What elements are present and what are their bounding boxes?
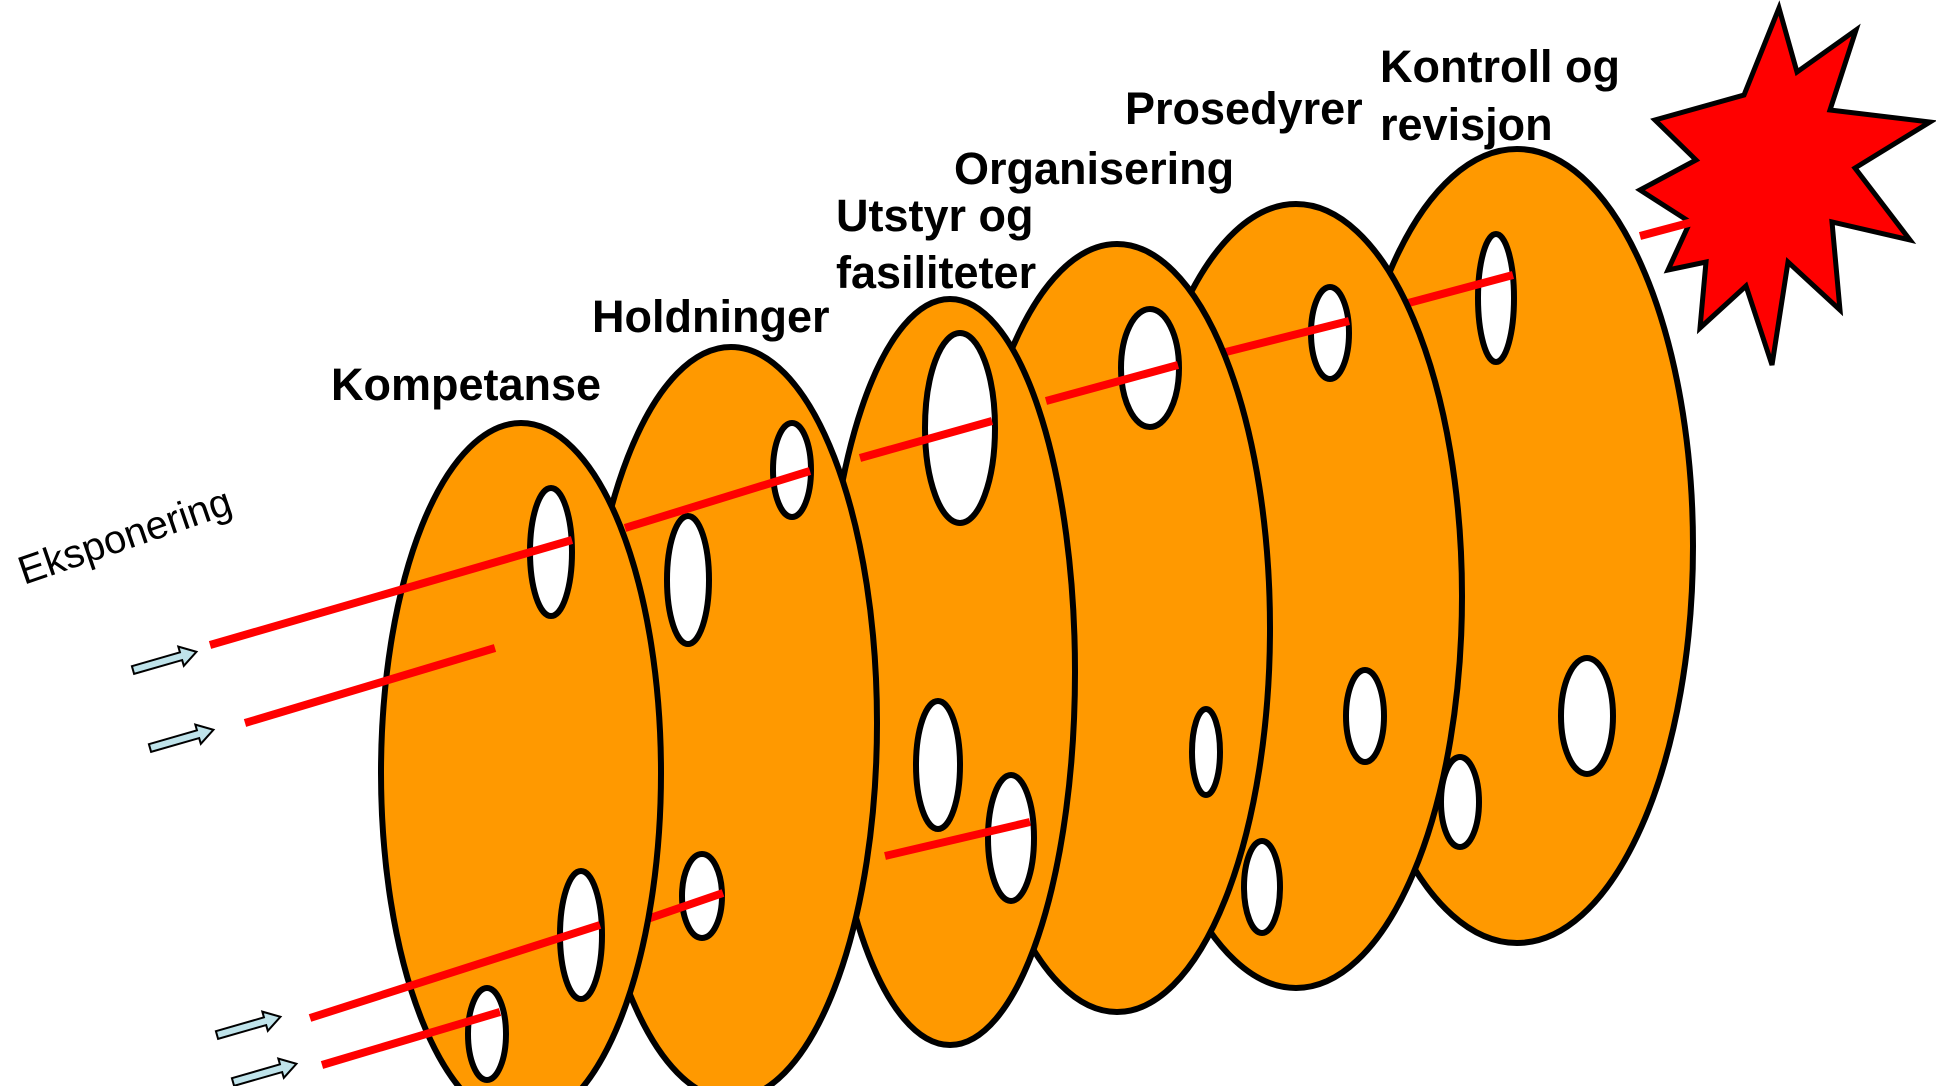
label-fasiliteter: fasiliteter [836, 247, 1036, 298]
exposure-label: Eksponering [13, 480, 238, 594]
exposure-arrow-1 [130, 642, 199, 679]
label-prosedyrer: Prosedyrer [1125, 83, 1363, 134]
label-organisering: Organisering [954, 143, 1234, 194]
label-revisjon: revisjon [1380, 99, 1553, 150]
explosion-burst-icon [1640, 8, 1930, 365]
layer-kompetanse [210, 423, 661, 1086]
label-utstyr-og: Utstyr og [836, 190, 1034, 241]
exposure-arrow-4 [230, 1054, 299, 1086]
label-holdninger: Holdninger [592, 291, 829, 342]
exposure-arrow-2 [147, 720, 216, 757]
label-kontroll-og: Kontroll og [1380, 41, 1620, 92]
label-kompetanse: Kompetanse [331, 359, 601, 410]
exposure-arrow-3 [214, 1007, 283, 1044]
